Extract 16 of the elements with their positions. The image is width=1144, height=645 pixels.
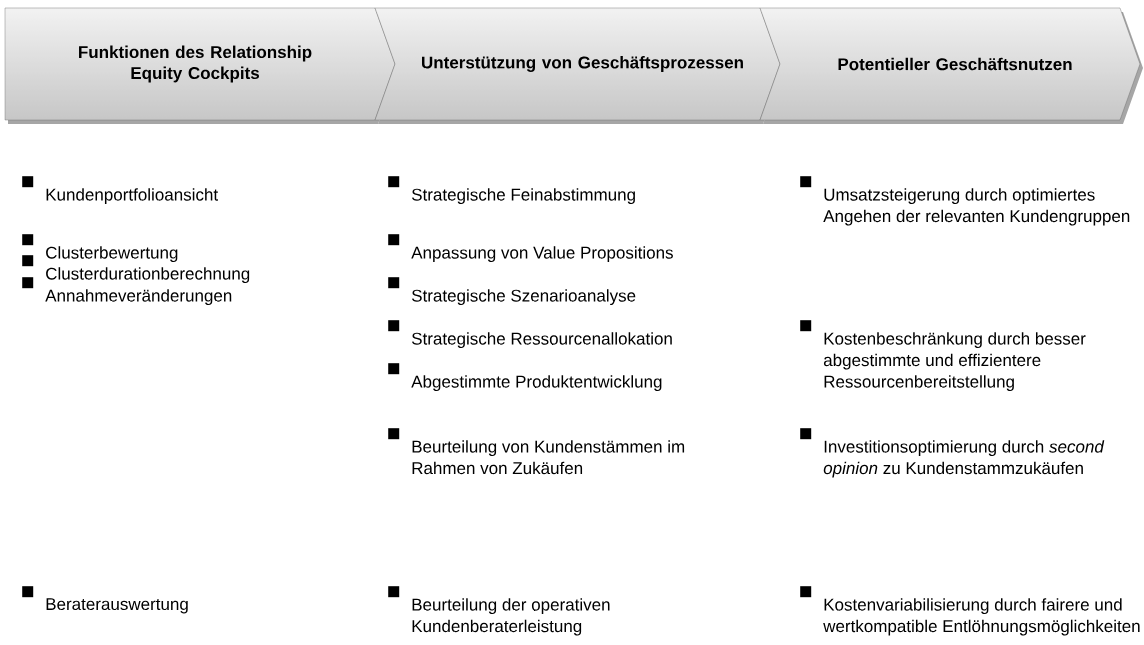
bullet-item: Kundenportfolioansicht <box>22 176 218 205</box>
bullet-item: Beurteilung von Kundenstämmen im Rahmen von Zukäufen <box>388 428 685 475</box>
bullet-item: Investitionsoptimierung durch second opinion zu Kundenstammzukäufen <box>800 428 1105 478</box>
bullet-item: Strategische Feinabstimmung <box>388 176 635 205</box>
bullet-item: Beurteilung der operativen Kundenberaterleistung <box>388 586 610 636</box>
chevron-band: Potentieller Geschäftsnutzen <box>759 7 1143 124</box>
chevron-band: Funktionen des Relationship Equity Cockpits <box>4 7 398 124</box>
bullet-item: Strategische Ressourcenallokation <box>388 320 672 349</box>
bullet-item: Beraterauswertung <box>22 586 188 614</box>
bullet-item: Kostenvariabilisierung durch fairere und wertkompatible Entlöhnungsmöglichkeiten <box>800 586 1140 636</box>
bullet-item: Anpassung von Value Propositions <box>388 234 673 263</box>
bullet-item: Kostenbeschränkung durch besser abgestimmte und effizientere Ressourcenbereitstellung <box>800 320 1086 392</box>
bullet-item: Abgestimmte Produktentwicklung <box>388 363 662 392</box>
bullet-item: Strategische Szenarioanalyse <box>388 277 636 306</box>
bullet-item: Umsatzsteigerung durch optimiertes Angehen der relevanten Kundengruppen <box>800 176 1130 226</box>
chevron-band: Unterstützung von Geschäftsprozessen <box>374 7 783 124</box>
